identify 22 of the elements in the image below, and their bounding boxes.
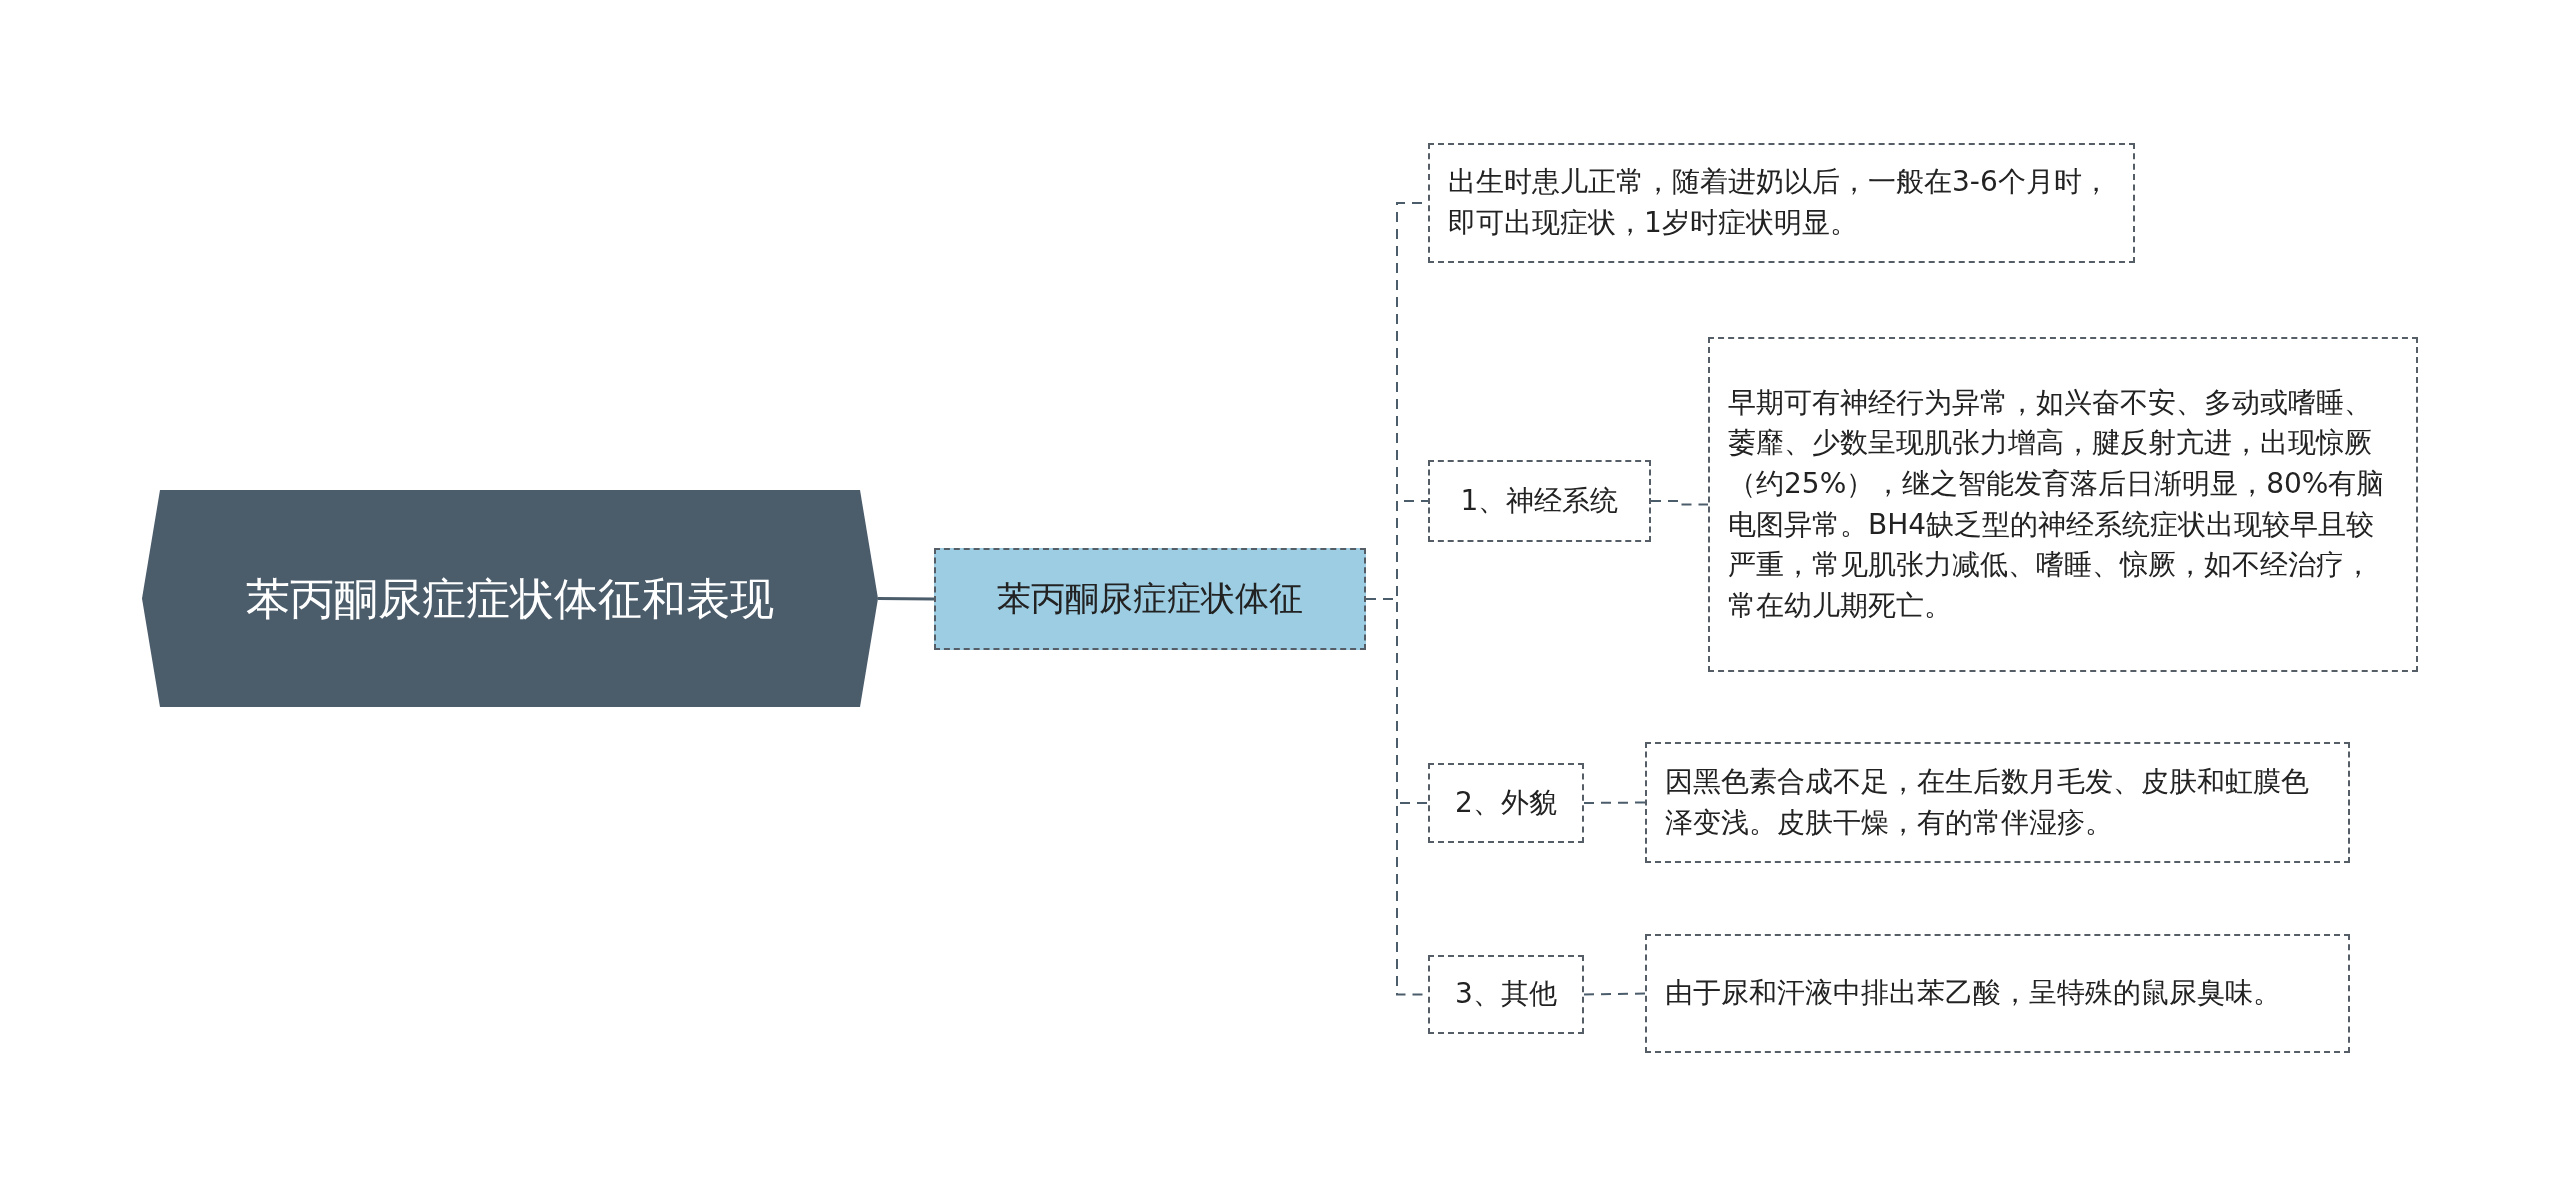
topic-text: 由于尿和汗液中排出苯乙酸，呈特殊的鼠尿臭味。 — [1665, 975, 2281, 1012]
topic-text: 3、其他 — [1455, 976, 1557, 1013]
connector-line — [1583, 992, 1646, 996]
topic-text: 2、外貌 — [1455, 784, 1557, 821]
topic-text: 苯丙酮尿症症状体征 — [997, 577, 1303, 621]
topic-text: 1、神经系统 — [1460, 482, 1619, 519]
subtopic-box — [1645, 934, 2350, 1053]
subtopic-box — [1428, 955, 1584, 1034]
subtopic-box — [1428, 763, 1584, 843]
topic-text: 因黑色素合成不足，在生后数月毛发、皮肤和虹膜色泽变浅。皮肤干燥，有的常伴湿疹。 — [1665, 763, 2310, 841]
subtopic-box — [1428, 143, 2135, 263]
connector-line — [878, 597, 934, 601]
topic-box — [934, 548, 1366, 650]
subtopic-box — [1645, 742, 2350, 863]
central-topic — [142, 490, 878, 707]
subtopic-box — [1708, 337, 2418, 672]
topic-text: 苯丙酮尿症症状体征和表现 — [246, 571, 774, 626]
connector-line — [1583, 801, 1646, 804]
topic-text: 出生时患儿正常，随着进奶以后，一般在3-6个月时，即可出现症状，1岁时症状明显。 — [1448, 164, 2111, 241]
connector-line — [1650, 500, 1709, 506]
subtopic-box — [1428, 460, 1651, 542]
topic-text: 早期可有神经行为异常，如兴奋不安、多动或嗜睡、萎靡、少数呈现肌张力增高，腱反射亢进，出现惊厥（约25%），继之智能发育落后日渐明显，80%有脑电图异常。BH4缺乏型的神经系统症状出现较早且较严重，常见肌张力减低、嗜睡、惊厥，如不经治疗，常在幼儿期死亡。 — [1728, 384, 2386, 624]
